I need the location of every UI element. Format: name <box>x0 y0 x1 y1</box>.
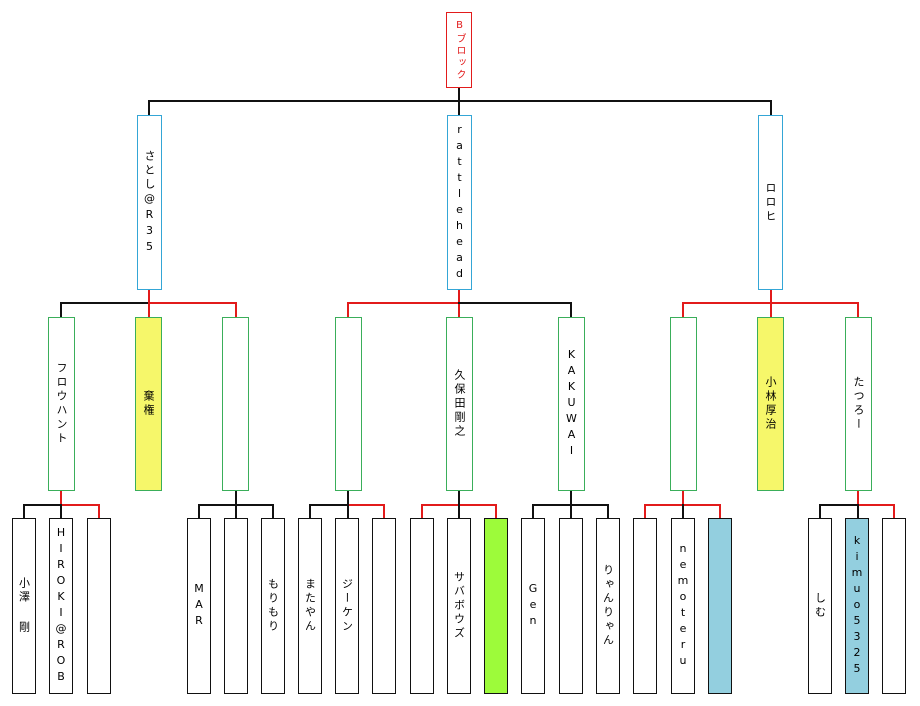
quarterfinal-slot-8: 小林厚治 <box>757 317 784 491</box>
first-round-slot-20: kimuo5325 <box>845 518 869 694</box>
first-round-slot-21 <box>882 518 906 694</box>
player-name: サバボウズ <box>452 571 466 641</box>
player-name: 久保田剛之 <box>453 369 466 439</box>
first-round-slot-14 <box>559 518 583 694</box>
player-name: KAKUWAI <box>565 348 578 460</box>
player-name: ジーケン <box>340 578 354 634</box>
quarterfinal-slot-2: 棄権 <box>135 317 162 491</box>
first-round-slot-17: nemoteru <box>671 518 695 694</box>
first-round-slot-13: Gen <box>521 518 545 694</box>
first-round-slot-8: ジーケン <box>335 518 359 694</box>
semifinal-slot-3: ロロヒ <box>758 115 783 290</box>
bracket-title-box: Bブロック <box>446 12 472 88</box>
player-name: またやん <box>303 578 317 634</box>
first-round-slot-9 <box>372 518 396 694</box>
first-round-slot-11: サバボウズ <box>447 518 471 694</box>
player-name: HIROKI@ROB <box>54 526 68 686</box>
player-name: kimuo5325 <box>850 534 864 678</box>
first-round-slot-6: もりもり <box>261 518 285 694</box>
first-round-slot-15: りゃんりゃん <box>596 518 620 694</box>
bracket-title: Bブロック <box>454 19 465 81</box>
player-name: nemoteru <box>676 542 690 670</box>
first-round-slot-18 <box>708 518 732 694</box>
first-round-slot-4: MAR <box>187 518 211 694</box>
player-name: 小澤 剛 <box>17 577 31 635</box>
player-name: ロロヒ <box>764 181 777 224</box>
first-round-slot-2: HIROKI@ROB <box>49 518 73 694</box>
quarterfinal-slot-1: フロウハント <box>48 317 75 491</box>
quarterfinal-slot-9: たつろー <box>845 317 872 491</box>
player-name: 小林厚治 <box>764 376 777 432</box>
player-name: rattlehead <box>453 122 466 283</box>
player-name: さとし@R35 <box>143 149 156 256</box>
quarterfinal-slot-6: KAKUWAI <box>558 317 585 491</box>
semifinal-slot-1: さとし@R35 <box>137 115 162 290</box>
player-name: もりもり <box>266 578 280 634</box>
first-round-slot-12 <box>484 518 508 694</box>
quarterfinal-slot-5: 久保田剛之 <box>446 317 473 491</box>
semifinal-slot-2: rattlehead <box>447 115 472 290</box>
player-name: しむ <box>813 592 827 620</box>
first-round-slot-10 <box>410 518 434 694</box>
player-name: 棄権 <box>142 390 155 418</box>
first-round-slot-1: 小澤 剛 <box>12 518 36 694</box>
player-name: Gen <box>526 582 540 630</box>
player-name: MAR <box>192 582 206 630</box>
first-round-slot-19: しむ <box>808 518 832 694</box>
player-name: フロウハント <box>55 362 68 446</box>
quarterfinal-slot-7 <box>670 317 697 491</box>
first-round-slot-5 <box>224 518 248 694</box>
first-round-slot-3 <box>87 518 111 694</box>
quarterfinal-slot-4 <box>335 317 362 491</box>
player-name: たつろー <box>852 376 865 432</box>
first-round-slot-7: またやん <box>298 518 322 694</box>
first-round-slot-16 <box>633 518 657 694</box>
quarterfinal-slot-3 <box>222 317 249 491</box>
player-name: りゃんりゃん <box>601 564 615 648</box>
